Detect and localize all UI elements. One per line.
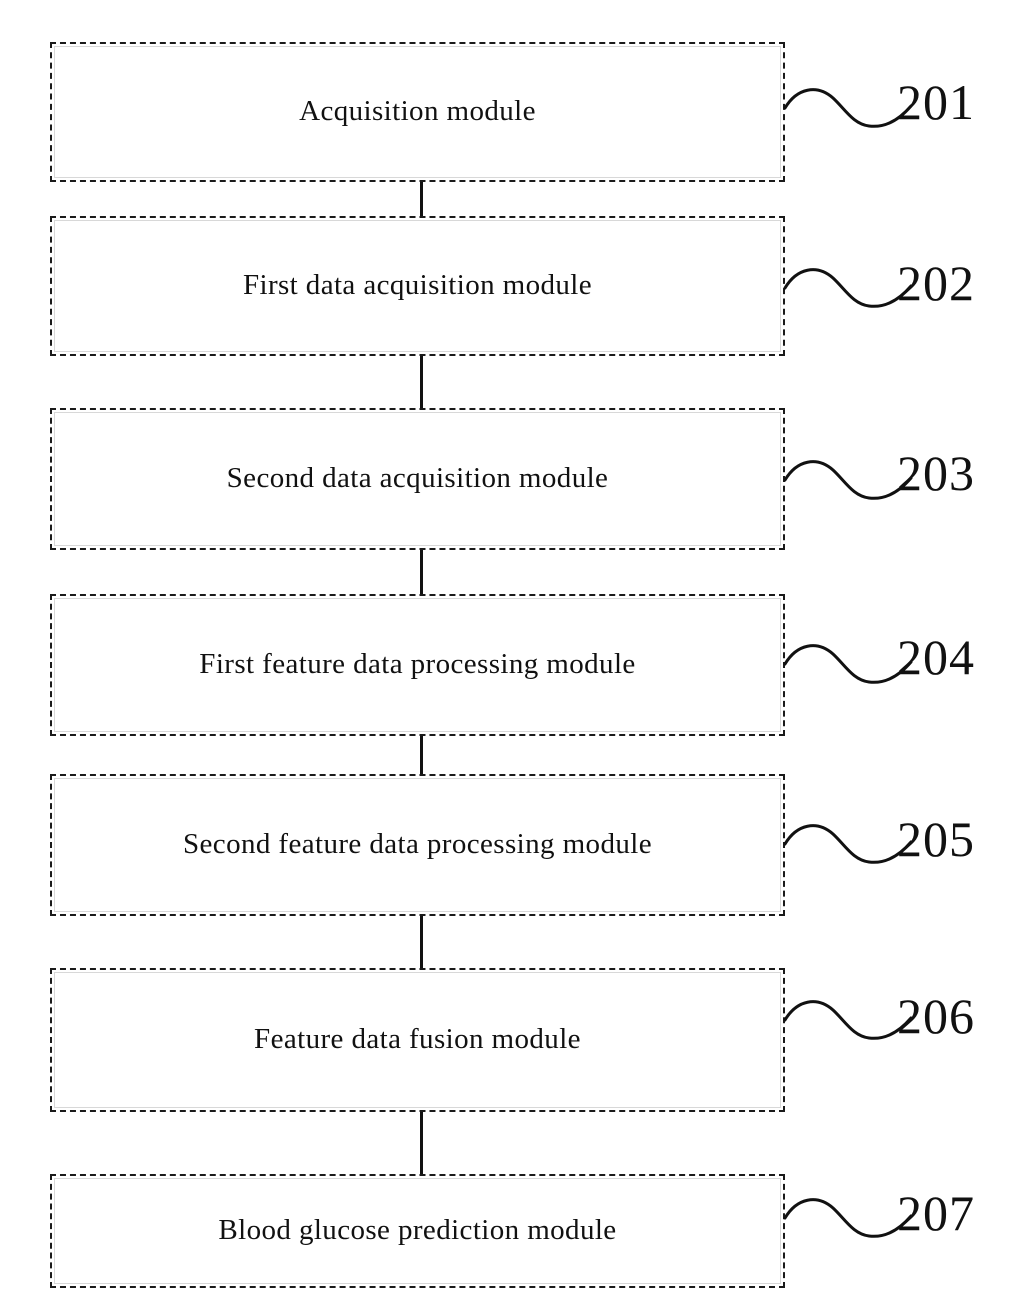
connector-fusion-to-prediction: [420, 1112, 423, 1174]
module-box-second-feature-processing: Second feature data processing module: [50, 774, 785, 916]
reference-numeral-203: 203: [897, 445, 975, 501]
module-label: Acquisition module: [299, 95, 536, 128]
module-box-second-data-acquisition: Second data acquisition module: [50, 408, 785, 550]
module-box-first-feature-processing: First feature data processing module: [50, 594, 785, 736]
connector-second-feature-to-fusion: [420, 916, 423, 968]
connector-acquisition-to-first-data: [420, 182, 423, 216]
reference-numeral-207: 207: [897, 1185, 975, 1241]
reference-numeral-201: 201: [897, 74, 975, 130]
module-box-feature-data-fusion: Feature data fusion module: [50, 968, 785, 1112]
reference-numeral-206: 206: [897, 988, 975, 1044]
reference-numeral-204: 204: [897, 629, 975, 685]
module-label: First feature data processing module: [199, 648, 636, 681]
connector-first-feature-to-second-feature: [420, 736, 423, 774]
module-label: First data acquisition module: [242, 269, 593, 302]
module-box-blood-glucose-prediction: Blood glucose prediction module: [50, 1174, 785, 1288]
module-label: Blood glucose prediction module: [218, 1214, 617, 1247]
module-label: Second feature data processing module: [183, 828, 652, 861]
reference-numeral-202: 202: [897, 255, 975, 311]
reference-numeral-205: 205: [897, 811, 975, 867]
module-label: Feature data fusion module: [254, 1023, 581, 1056]
module-box-first-data-acquisition: First data acquisition module: [50, 216, 785, 356]
module-label: Second data acquisition module: [226, 462, 609, 495]
connector-first-data-to-second-data: [420, 356, 423, 408]
connector-second-data-to-first-feature: [420, 550, 423, 594]
module-box-acquisition: Acquisition module: [50, 42, 785, 182]
